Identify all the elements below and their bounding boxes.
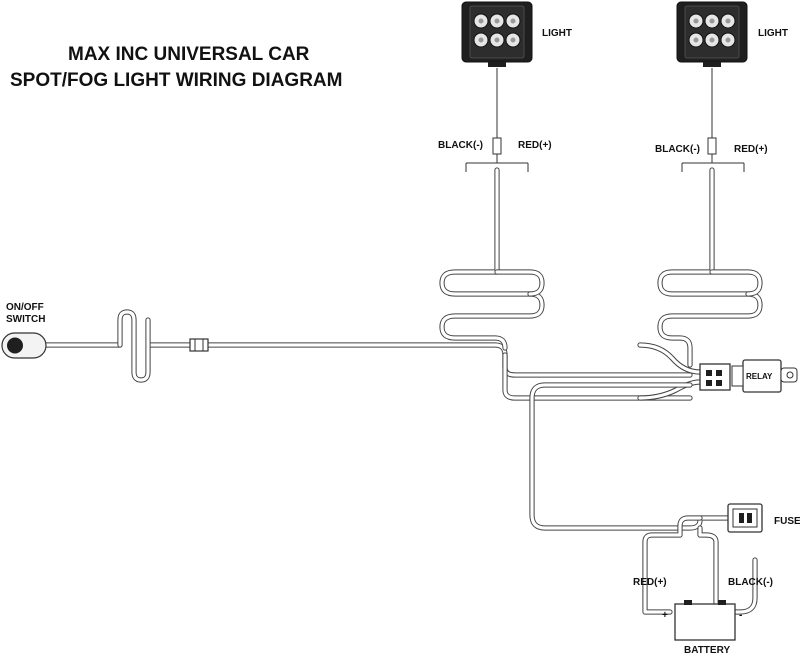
fuse: FUSE xyxy=(727,503,800,533)
wire-harness xyxy=(37,167,763,531)
title-line-2: SPOT/FOG LIGHT WIRING DIAGRAM xyxy=(10,70,342,91)
title-line-1: MAX INC UNIVERSAL CAR xyxy=(68,44,310,65)
battery-cable xyxy=(529,382,731,531)
battery-plus-sign: + xyxy=(662,610,668,621)
light-pigtails xyxy=(465,68,745,172)
relay: RELAY xyxy=(699,359,798,393)
right-light-cable xyxy=(657,167,763,368)
battery-icon xyxy=(674,600,736,641)
switch-label-line-1: ON/OFF xyxy=(6,302,44,313)
light-right-red-label: RED(+) xyxy=(734,144,768,155)
light-right: LIGHT BLACK(-) RED(+) xyxy=(655,1,788,155)
relay-label: RELAY xyxy=(746,372,773,381)
left-light-cable xyxy=(439,167,545,351)
battery-minus-sign: - xyxy=(739,610,742,621)
battery-leads xyxy=(642,515,758,615)
battery-black-label: BLACK(-) xyxy=(728,577,773,588)
light-left-icon xyxy=(461,1,533,67)
relay-icon xyxy=(731,359,798,393)
fuse-icon xyxy=(727,503,763,533)
battery-red-label: RED(+) xyxy=(633,577,667,588)
light-right-black-label: BLACK(-) xyxy=(655,144,700,155)
switch-cable xyxy=(37,309,693,383)
light-right-label: LIGHT xyxy=(758,28,788,39)
switch-label-line-2: SWITCH xyxy=(6,314,45,325)
fuse-label: FUSE xyxy=(774,516,800,527)
battery-label: BATTERY xyxy=(684,645,730,656)
on-off-switch: ON/OFF SWITCH xyxy=(1,302,47,359)
light-left-red-label: RED(+) xyxy=(518,140,552,151)
light-left-black-label: BLACK(-) xyxy=(438,140,483,151)
light-right-icon xyxy=(676,1,748,67)
battery: RED(+) BLACK(-) + - BATTERY xyxy=(633,577,773,656)
switch-icon xyxy=(1,332,47,359)
relay-connector-icon xyxy=(699,363,731,391)
light-left-label: LIGHT xyxy=(542,28,572,39)
light-left: LIGHT BLACK(-) RED(+) xyxy=(438,1,572,151)
